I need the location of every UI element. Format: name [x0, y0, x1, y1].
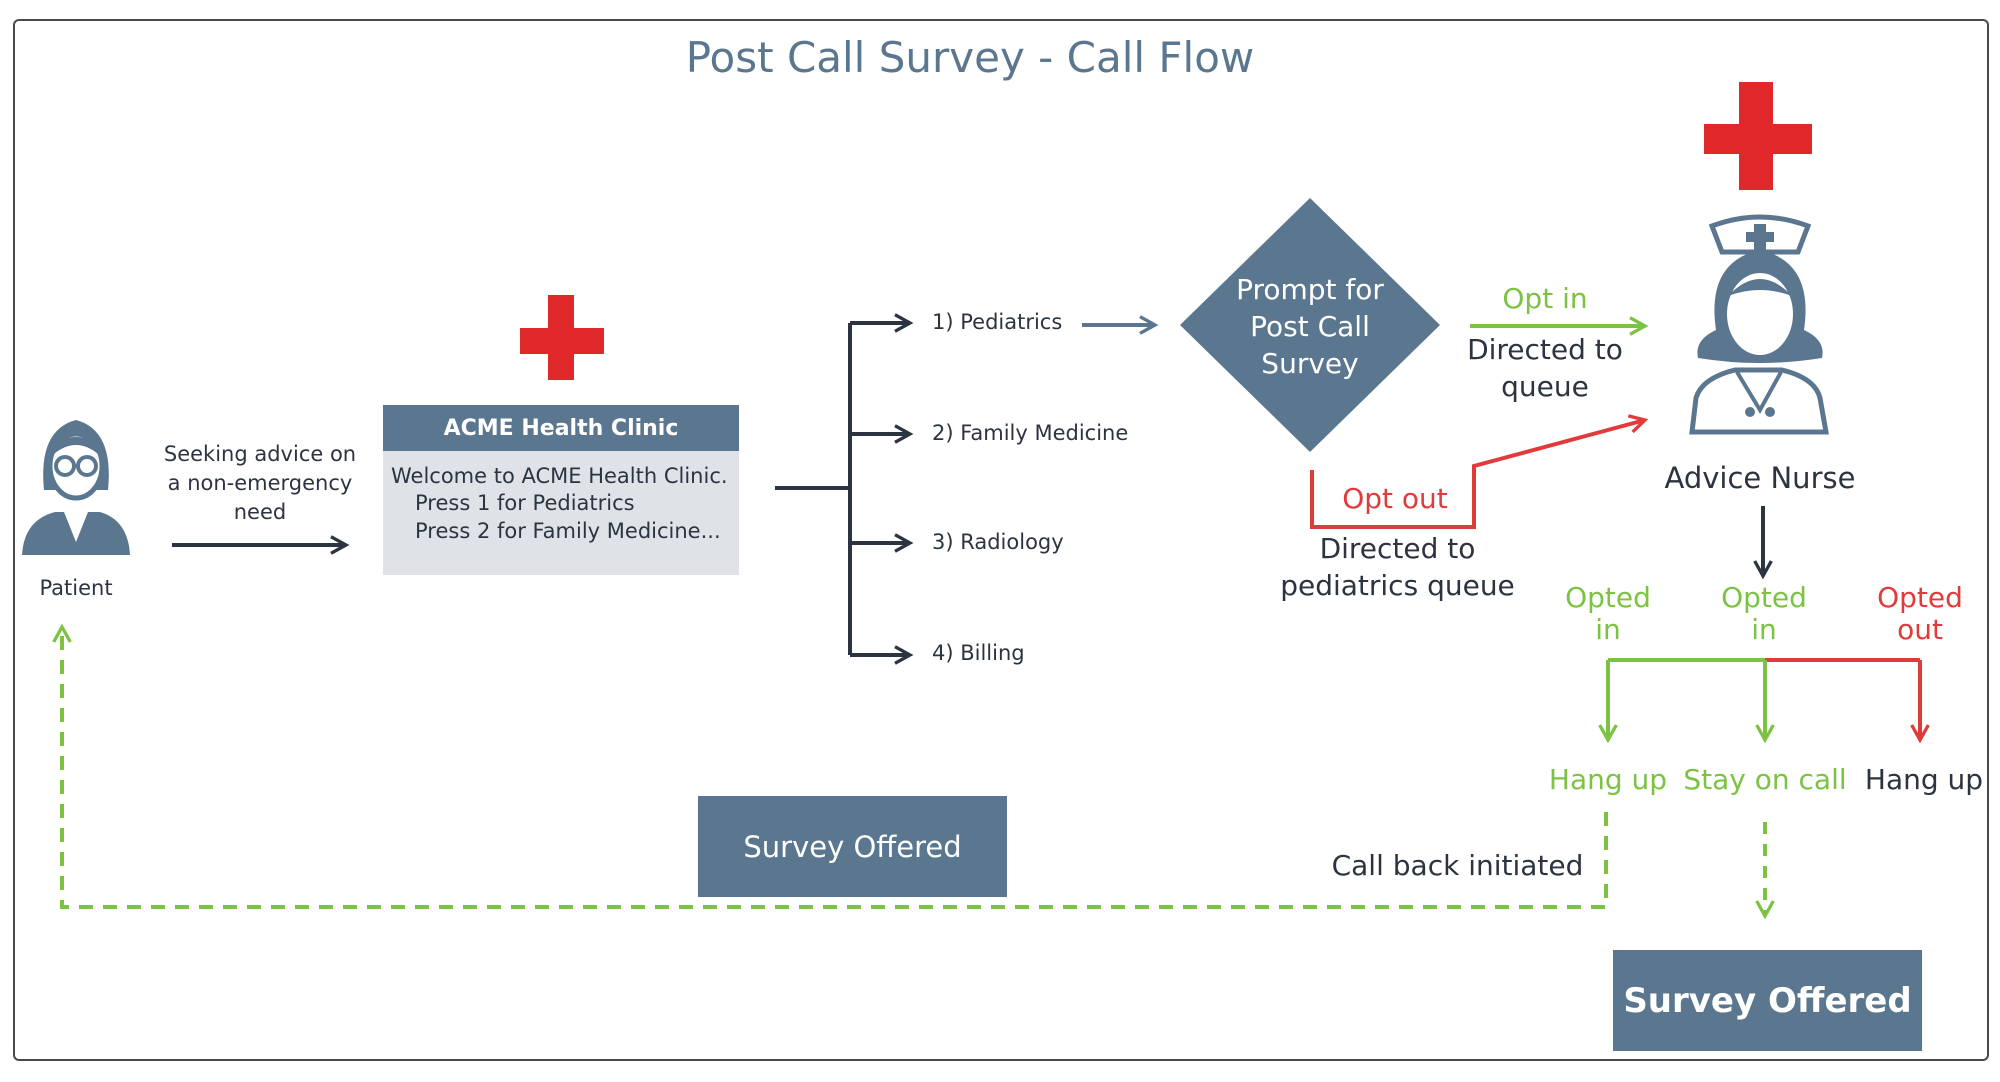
outcome-1-action: Hang up — [1548, 763, 1668, 796]
clinic-cross-icon — [520, 295, 604, 380]
call-back-label: Call back initiated — [1331, 849, 1584, 882]
callback-dashed-path — [62, 627, 1608, 909]
prompt-line-2: Post Call — [1250, 310, 1370, 343]
survey-offered-right: Survey Offered — [1613, 950, 1922, 1051]
clinic-header: ACME Health Clinic — [383, 405, 739, 451]
nurse-icon — [1689, 214, 1829, 435]
patient-label: Patient — [39, 576, 113, 600]
advice-nurse-label: Advice Nurse — [1664, 461, 1856, 495]
prompt-diamond — [1180, 198, 1440, 452]
clinic-greeting-line-3: Press 2 for Family Medicine... — [415, 518, 721, 543]
diagram-frame — [13, 19, 1989, 1061]
menu-option-billing: 4) Billing — [932, 641, 1025, 665]
clinic-greeting-panel: Welcome to ACME Health Clinic. Press 1 f… — [383, 451, 739, 575]
page-title: Post Call Survey - Call Flow — [685, 33, 1255, 82]
menu-option-radiology: 3) Radiology — [932, 530, 1064, 554]
clinic-greeting-line-2: Press 1 for Pediatrics — [415, 491, 635, 516]
menu-branch-connector — [775, 323, 910, 655]
seeking-line-2: a non-emergency — [167, 471, 353, 495]
opt-out-path — [1310, 420, 1645, 529]
seeking-line-1: Seeking advice on — [163, 442, 357, 466]
outcome-1-status-line-2: in — [1595, 613, 1621, 646]
outcome-2-status-line-1: Opted — [1721, 581, 1807, 614]
opt-in-label: Opt in — [1502, 282, 1588, 315]
outcome-2-action: Stay on call — [1683, 763, 1847, 796]
opt-out-result-line-2: pediatrics queue — [1280, 569, 1515, 602]
opt-in-result-line-2: queue — [1501, 370, 1589, 403]
outcome-branches — [1608, 658, 1920, 740]
seeking-line-3: need — [233, 500, 287, 524]
menu-option-family-medicine: 2) Family Medicine — [932, 421, 1129, 445]
outcome-2-status-line-2: in — [1751, 613, 1777, 646]
outcome-3-status-line-2: out — [1897, 613, 1943, 646]
opt-out-result-line-1: Directed to — [1319, 532, 1476, 565]
opt-in-result-line-1: Directed to — [1467, 333, 1623, 366]
menu-option-pediatrics: 1) Pediatrics — [932, 310, 1063, 334]
prompt-line-3: Survey — [1261, 347, 1359, 380]
clinic-greeting-line-1: Welcome to ACME Health Clinic. — [391, 464, 728, 488]
nurse-cross-icon — [1704, 82, 1812, 190]
opt-out-label: Opt out — [1342, 482, 1448, 515]
outcome-3-action: Hang up — [1864, 763, 1984, 796]
patient-icon — [22, 420, 130, 555]
survey-offered-left: Survey Offered — [698, 796, 1007, 897]
prompt-line-1: Prompt for — [1236, 273, 1384, 306]
outcome-1-status-line-1: Opted — [1565, 581, 1651, 614]
outcome-3-status-line-1: Opted — [1877, 581, 1963, 614]
